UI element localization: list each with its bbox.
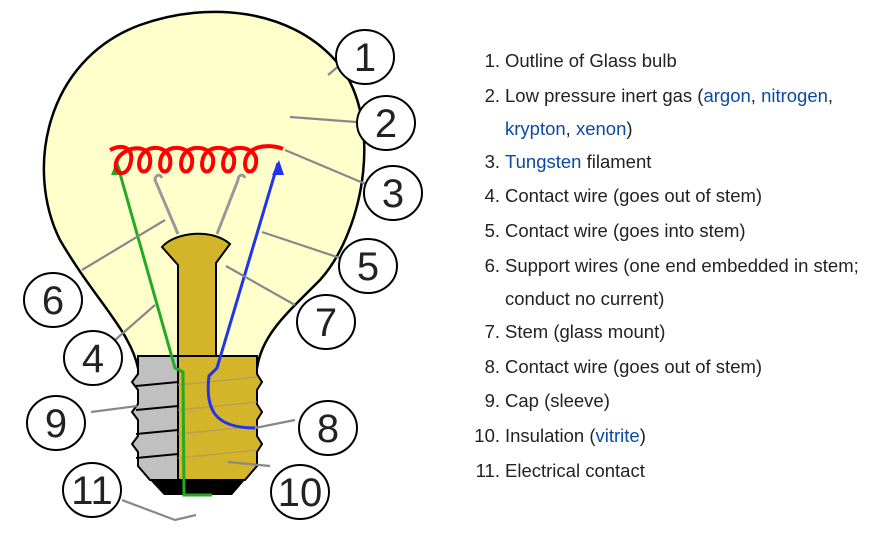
link-xenon[interactable]: xenon: [575, 117, 627, 139]
leader-lines: [81, 64, 369, 522]
callout-3: 3: [363, 165, 423, 221]
legend-item-number: 6.: [484, 254, 500, 276]
callout-6: 6: [23, 272, 83, 328]
svg-text:3: 3: [382, 172, 404, 216]
callout-2: 2: [356, 95, 416, 151]
legend-item-text: Cap (sleeve): [505, 390, 610, 412]
legend-item-text: ): [626, 117, 633, 139]
tungsten-filament: [109, 144, 284, 176]
callout-9: 9: [26, 395, 86, 451]
legend-item-8: 8.Contact wire (goes out of stem): [466, 350, 865, 385]
legend-item-number: 1.: [484, 50, 500, 71]
light-bulb-diagram: 1 2 3 4 5 6 7 8 9 10 11: [23, 10, 423, 522]
callout-7: 7: [296, 294, 356, 350]
legend-item-text: ,: [565, 117, 576, 139]
legend-item-text: Outline of Glass bulb: [505, 50, 677, 71]
glass-bulb: [42, 10, 366, 370]
legend-item-number: 7.: [484, 320, 500, 342]
legend-item-text: Electrical contact: [505, 459, 645, 481]
legend-item-text: ,: [750, 84, 762, 106]
legend-item-number: 4.: [484, 185, 500, 207]
link-vitrite[interactable]: vitrite: [595, 424, 640, 446]
svg-text:5: 5: [357, 245, 379, 289]
svg-text:4: 4: [82, 337, 104, 381]
svg-text:10: 10: [278, 471, 323, 515]
link-tungsten[interactable]: Tungsten: [505, 150, 582, 172]
legend-item-4: 4.Contact wire (goes out of stem): [466, 179, 865, 214]
legend-item-text: Contact wire (goes out of stem): [505, 355, 763, 377]
legend-item-2: 2.Low pressure inert gas (argon, nitroge…: [466, 79, 865, 145]
legend-item-1: 1.Outline of Glass bulb: [466, 44, 865, 79]
legend-item-11: 11.Electrical contact: [466, 454, 865, 489]
support-wires: [153, 173, 247, 235]
legend-item-text: Low pressure inert gas (: [505, 84, 704, 106]
legend-item-7: 7.Stem (glass mount): [466, 315, 865, 350]
legend-item-number: 10.: [474, 424, 500, 446]
svg-text:7: 7: [315, 301, 337, 345]
callout-11: 11: [62, 462, 122, 518]
svg-text:11: 11: [71, 469, 113, 513]
link-nitrogen[interactable]: nitrogen: [761, 84, 828, 106]
callout-labels: 1 2 3 4 5 6 7 8 9 10 11: [23, 29, 423, 520]
legend-item-number: 9.: [484, 390, 500, 412]
contact-wire-in: [206, 162, 280, 430]
contact-wire-out: [115, 162, 212, 497]
callout-1: 1: [335, 29, 395, 85]
svg-text:8: 8: [317, 407, 339, 451]
legend-item-text: Stem (glass mount): [505, 320, 666, 342]
legend-item-text: Contact wire (goes out of stem): [505, 185, 763, 207]
legend-item-number: 3.: [484, 150, 500, 172]
svg-text:6: 6: [42, 279, 64, 323]
callout-10: 10: [270, 464, 330, 520]
svg-text:9: 9: [45, 402, 67, 446]
legend-item-10: 10.Insulation (vitrite): [466, 419, 865, 454]
legend-item-text: filament: [581, 150, 652, 172]
contact-wire-in-arrow: [272, 160, 284, 175]
svg-text:2: 2: [375, 102, 397, 146]
electrical-contact: [150, 480, 245, 495]
legend-item-6: 6.Support wires (one end embedded in ste…: [466, 249, 865, 315]
callout-8: 8: [298, 400, 358, 456]
cap-threads: [135, 381, 179, 459]
legend-item-text: Insulation (: [505, 424, 596, 446]
legend-item-text: Support wires (one end embedded in stem;…: [505, 254, 859, 309]
stem-glass-mount: [160, 232, 232, 357]
legend-item-number: 11.: [475, 459, 500, 481]
cap-sleeve: [130, 355, 179, 481]
legend-item-3: 3.Tungsten filament: [466, 145, 865, 180]
legend-item-number: 8.: [484, 355, 500, 377]
callout-1-text: 1: [354, 36, 376, 80]
legend-item-text: Contact wire (goes into stem): [505, 220, 746, 242]
link-argon[interactable]: argon: [703, 84, 751, 106]
legend-item-text: ,: [827, 84, 834, 106]
legend-item-9: 9.Cap (sleeve): [466, 384, 865, 419]
link-krypton[interactable]: krypton: [505, 117, 566, 139]
legend-item-5: 5.Contact wire (goes into stem): [466, 214, 865, 249]
callout-5: 5: [338, 238, 398, 294]
legend-item-text: ): [639, 424, 646, 446]
callout-4: 4: [63, 330, 123, 386]
legend-item-number: 5.: [484, 220, 500, 242]
legend-item-number: 2.: [484, 84, 500, 106]
